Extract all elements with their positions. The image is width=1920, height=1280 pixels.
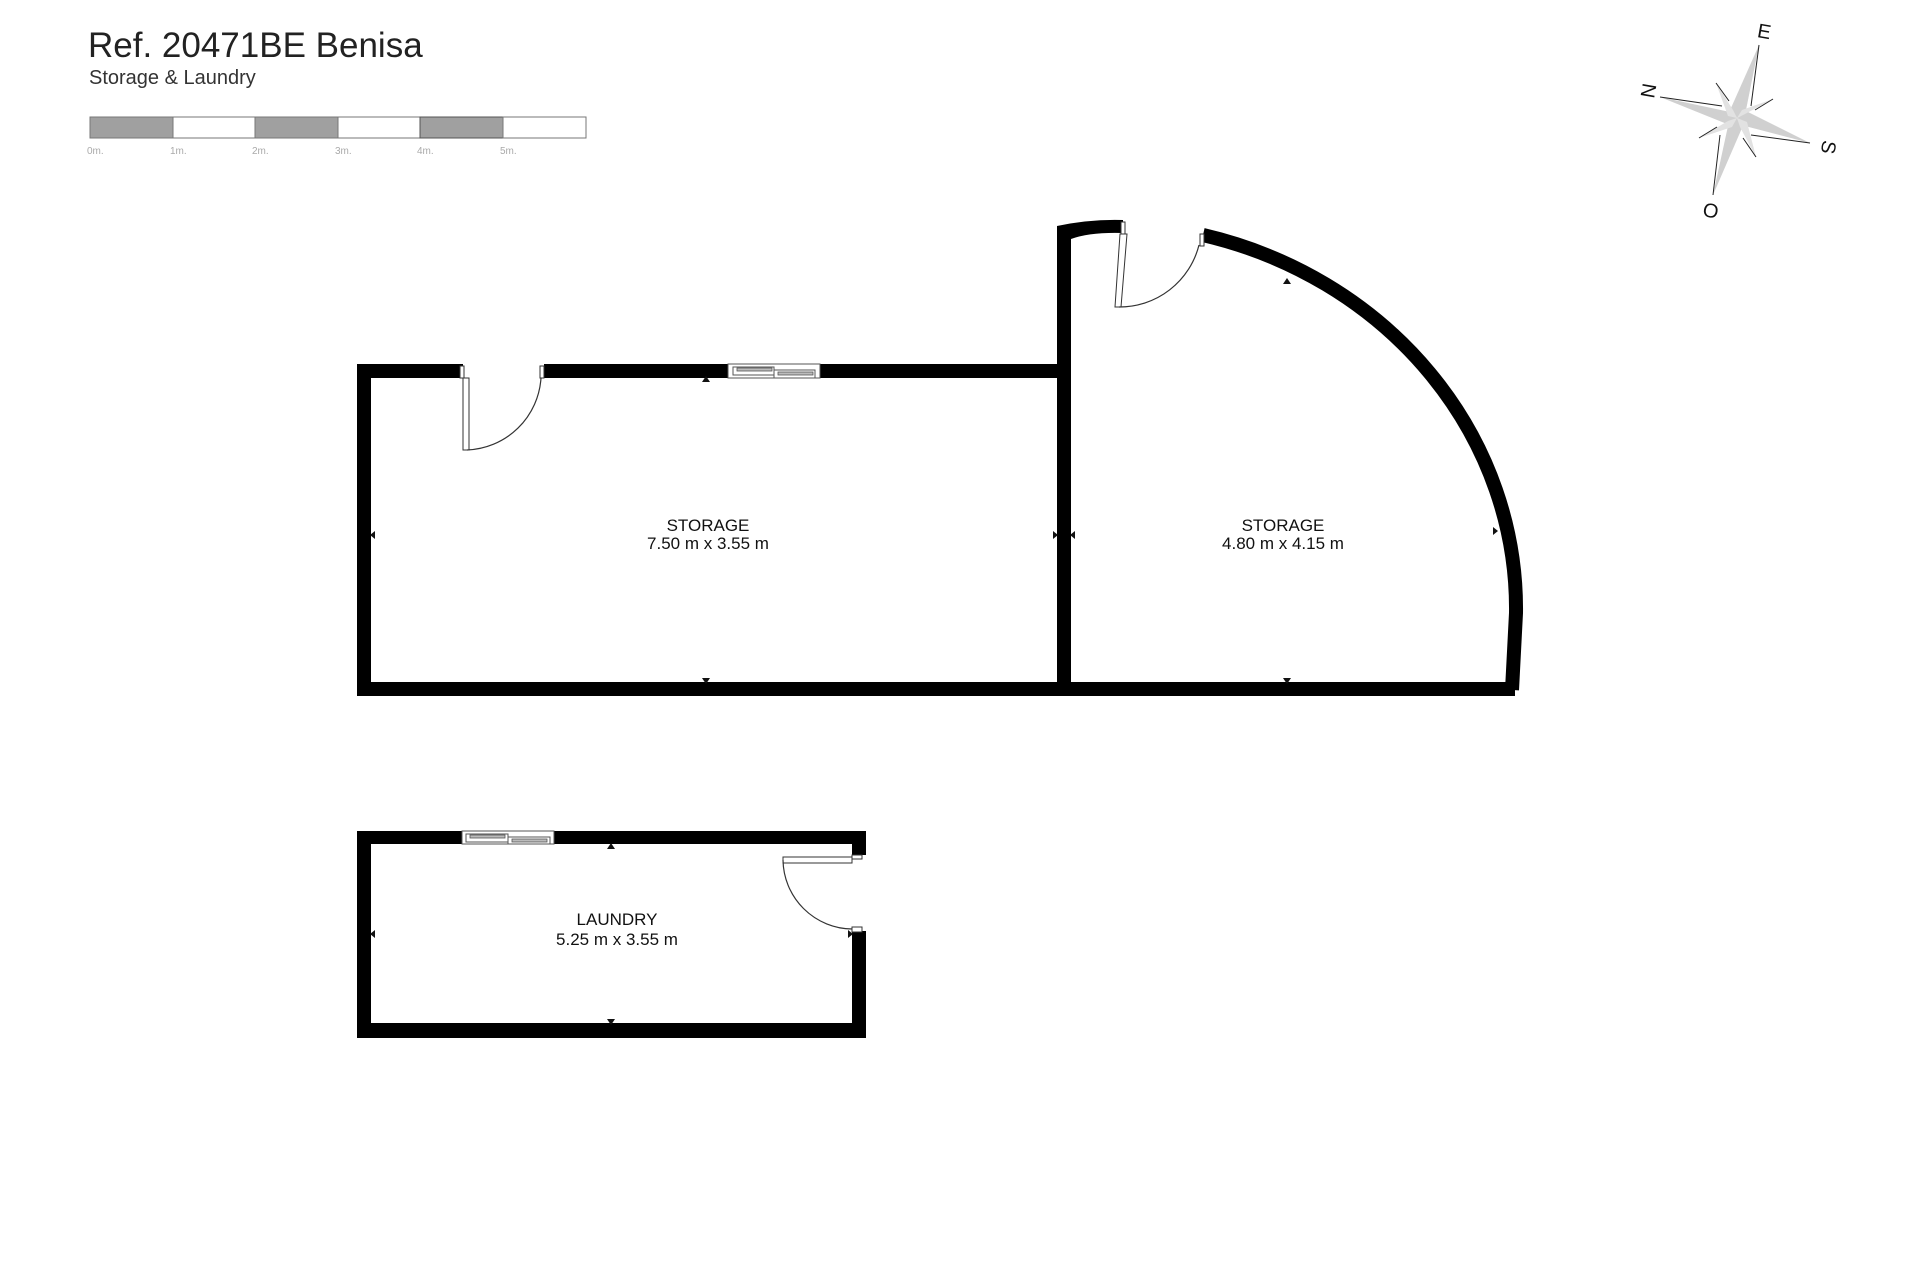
- window-laundry: [461, 830, 555, 845]
- wall: [820, 364, 1071, 378]
- room-dimensions: 5.25 m x 3.55 m: [556, 930, 678, 949]
- scale-label-2: 2m.: [252, 146, 269, 157]
- wall: [357, 364, 463, 378]
- scale-label-3: 3m.: [335, 146, 352, 157]
- wall: [357, 682, 1515, 696]
- plan-subtitle: Storage & Laundry: [89, 67, 256, 89]
- compass-rose-icon: N E S O: [1637, 20, 1839, 222]
- room-storage-1: STORAGE 7.50 m x 3.55 m: [647, 516, 769, 553]
- compass-east-label: E: [1756, 20, 1773, 44]
- compass-south-label: S: [1816, 139, 1840, 156]
- dimension-marker: [848, 930, 853, 938]
- wall: [357, 831, 462, 844]
- dimension-marker: [1053, 531, 1058, 539]
- door-laundry: [782, 854, 863, 933]
- dimension-marker: [702, 376, 710, 382]
- wall: [1057, 219, 1123, 240]
- room-name: STORAGE: [1242, 516, 1325, 535]
- scale-bar: 0m. 1m. 2m. 3m. 4m. 5m.: [87, 116, 587, 157]
- dimension-marker: [607, 843, 615, 849]
- room-name: LAUNDRY: [577, 910, 658, 929]
- room-storage-2: STORAGE 4.80 m x 4.15 m: [1222, 516, 1344, 553]
- window-storage-1: [727, 363, 821, 379]
- dimension-marker: [1283, 278, 1291, 284]
- scale-label-1: 1m.: [170, 146, 187, 157]
- dimension-marker: [370, 930, 375, 938]
- room-laundry: LAUNDRY 5.25 m x 3.55 m: [556, 910, 678, 949]
- door-storage-1: [459, 365, 545, 451]
- scale-label-5: 5m.: [500, 146, 517, 157]
- wall: [852, 831, 866, 855]
- curved-wall: [1201, 228, 1524, 691]
- compass-north-label: N: [1637, 82, 1661, 100]
- wall: [554, 831, 866, 844]
- main-building: STORAGE 7.50 m x 3.55 m STORAGE 4.80 m x…: [357, 219, 1524, 696]
- room-dimensions: 7.50 m x 3.55 m: [647, 534, 769, 553]
- dimension-marker: [370, 531, 375, 539]
- door-storage-2: [1114, 221, 1205, 308]
- scale-label-0: 0m.: [87, 146, 104, 157]
- room-name: STORAGE: [667, 516, 750, 535]
- laundry-building: LAUNDRY 5.25 m x 3.55 m: [357, 830, 866, 1038]
- plan-title: Ref. 20471BE Benisa: [88, 26, 423, 65]
- dimension-marker: [1493, 527, 1498, 535]
- wall: [1057, 228, 1071, 696]
- wall: [357, 364, 371, 696]
- wall: [357, 831, 371, 1038]
- room-dimensions: 4.80 m x 4.15 m: [1222, 534, 1344, 553]
- wall: [544, 364, 728, 378]
- dimension-marker: [607, 1019, 615, 1025]
- dimension-marker: [1070, 531, 1075, 539]
- compass-west-label: O: [1701, 198, 1720, 222]
- wall: [852, 931, 866, 1038]
- wall: [357, 1023, 866, 1038]
- dimension-marker: [702, 678, 710, 684]
- scale-label-4: 4m.: [417, 146, 434, 157]
- dimension-marker: [1283, 678, 1291, 684]
